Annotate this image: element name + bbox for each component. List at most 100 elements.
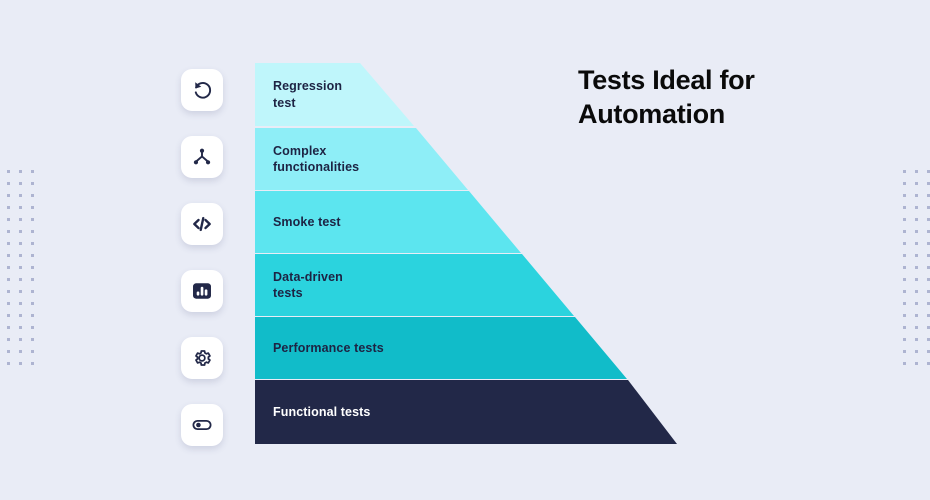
decorative-dot xyxy=(31,254,34,257)
decorative-dot xyxy=(7,170,10,173)
decorative-dot xyxy=(927,206,930,209)
pyramid-band[interactable]: Functional tests xyxy=(255,380,677,444)
decorative-dot xyxy=(915,230,918,233)
decorative-dot-grid-left xyxy=(7,170,43,374)
decorative-dot xyxy=(31,290,34,293)
rotate-left-icon-tile[interactable] xyxy=(181,69,223,111)
pyramid-band-shape xyxy=(255,128,468,190)
decorative-dot xyxy=(19,326,22,329)
decorative-dot xyxy=(915,302,918,305)
pyramid-band[interactable]: Data-driven tests xyxy=(255,254,677,316)
bar-chart-icon-tile[interactable] xyxy=(181,270,223,312)
decorative-dot xyxy=(19,278,22,281)
decorative-dot xyxy=(7,314,10,317)
decorative-dot xyxy=(7,326,10,329)
decorative-dot xyxy=(915,278,918,281)
decorative-dot xyxy=(915,362,918,365)
decorative-dot xyxy=(903,254,906,257)
decorative-dot xyxy=(19,350,22,353)
decorative-dot xyxy=(915,314,918,317)
decorative-dot xyxy=(7,362,10,365)
decorative-dot xyxy=(31,230,34,233)
decorative-dot xyxy=(19,218,22,221)
decorative-dot xyxy=(31,182,34,185)
decorative-dot xyxy=(927,278,930,281)
decorative-dot xyxy=(903,182,906,185)
code-brackets-icon-tile[interactable] xyxy=(181,203,223,245)
decorative-dot xyxy=(19,302,22,305)
decorative-dot xyxy=(31,362,34,365)
pyramid-band-label: Performance tests xyxy=(273,340,384,355)
decorative-dot xyxy=(915,182,918,185)
pyramid-band[interactable]: Complex functionalities xyxy=(255,128,677,190)
decorative-dot xyxy=(927,218,930,221)
decorative-dot xyxy=(31,326,34,329)
icon-rail xyxy=(181,69,223,471)
decorative-dot xyxy=(903,326,906,329)
decorative-dot xyxy=(7,206,10,209)
decorative-dot xyxy=(915,206,918,209)
decorative-dot xyxy=(31,302,34,305)
decorative-dot xyxy=(903,278,906,281)
decorative-dot xyxy=(903,302,906,305)
decorative-dot xyxy=(915,290,918,293)
decorative-dot xyxy=(915,242,918,245)
pyramid-band[interactable]: Smoke test xyxy=(255,191,677,253)
gear-icon-tile[interactable] xyxy=(181,337,223,379)
pyramid-band-shape xyxy=(255,63,414,126)
decorative-dot xyxy=(31,242,34,245)
decorative-dot xyxy=(7,218,10,221)
decorative-dot xyxy=(903,266,906,269)
sitemap-icon-tile[interactable] xyxy=(181,136,223,178)
sitemap-icon xyxy=(191,146,213,168)
pyramid-band-label: Functional tests xyxy=(273,404,371,419)
decorative-dot xyxy=(903,194,906,197)
decorative-dot xyxy=(19,194,22,197)
bar-chart-icon xyxy=(191,280,213,302)
decorative-dot xyxy=(7,266,10,269)
decorative-dot xyxy=(927,302,930,305)
decorative-dot xyxy=(903,242,906,245)
decorative-dot xyxy=(903,362,906,365)
decorative-dot xyxy=(903,206,906,209)
pyramid-band-shape xyxy=(255,254,574,316)
decorative-dot xyxy=(915,170,918,173)
decorative-dot xyxy=(7,230,10,233)
decorative-dot xyxy=(19,266,22,269)
decorative-dot xyxy=(903,338,906,341)
decorative-dot xyxy=(915,218,918,221)
decorative-dot xyxy=(19,254,22,257)
pyramid-band-label: Smoke test xyxy=(273,214,341,229)
pyramid-band-label: Data-driven tests xyxy=(273,269,343,301)
decorative-dot xyxy=(7,338,10,341)
decorative-dot xyxy=(19,230,22,233)
decorative-dot xyxy=(31,206,34,209)
decorative-dot xyxy=(7,278,10,281)
decorative-dot xyxy=(927,338,930,341)
decorative-dot xyxy=(7,302,10,305)
decorative-dot xyxy=(915,350,918,353)
decorative-dot xyxy=(7,242,10,245)
toggle-switch-icon-tile[interactable] xyxy=(181,404,223,446)
decorative-dot-grid-right xyxy=(903,170,930,374)
decorative-dot xyxy=(31,314,34,317)
decorative-dot xyxy=(31,266,34,269)
code-brackets-icon xyxy=(191,213,213,235)
decorative-dot xyxy=(31,170,34,173)
pyramid-band[interactable]: Performance tests xyxy=(255,317,677,379)
decorative-dot xyxy=(927,182,930,185)
decorative-dot xyxy=(927,326,930,329)
decorative-dot xyxy=(31,194,34,197)
pyramid-band-shape xyxy=(255,380,677,444)
decorative-dot xyxy=(19,242,22,245)
pyramid-band[interactable]: Regression test xyxy=(255,63,677,126)
pyramid-band-label: Regression test xyxy=(273,79,343,110)
decorative-dot xyxy=(31,278,34,281)
page-title: Tests Ideal for Automation xyxy=(578,65,755,130)
decorative-dot xyxy=(915,338,918,341)
decorative-dot xyxy=(903,290,906,293)
decorative-dot xyxy=(915,254,918,257)
decorative-dot xyxy=(7,254,10,257)
